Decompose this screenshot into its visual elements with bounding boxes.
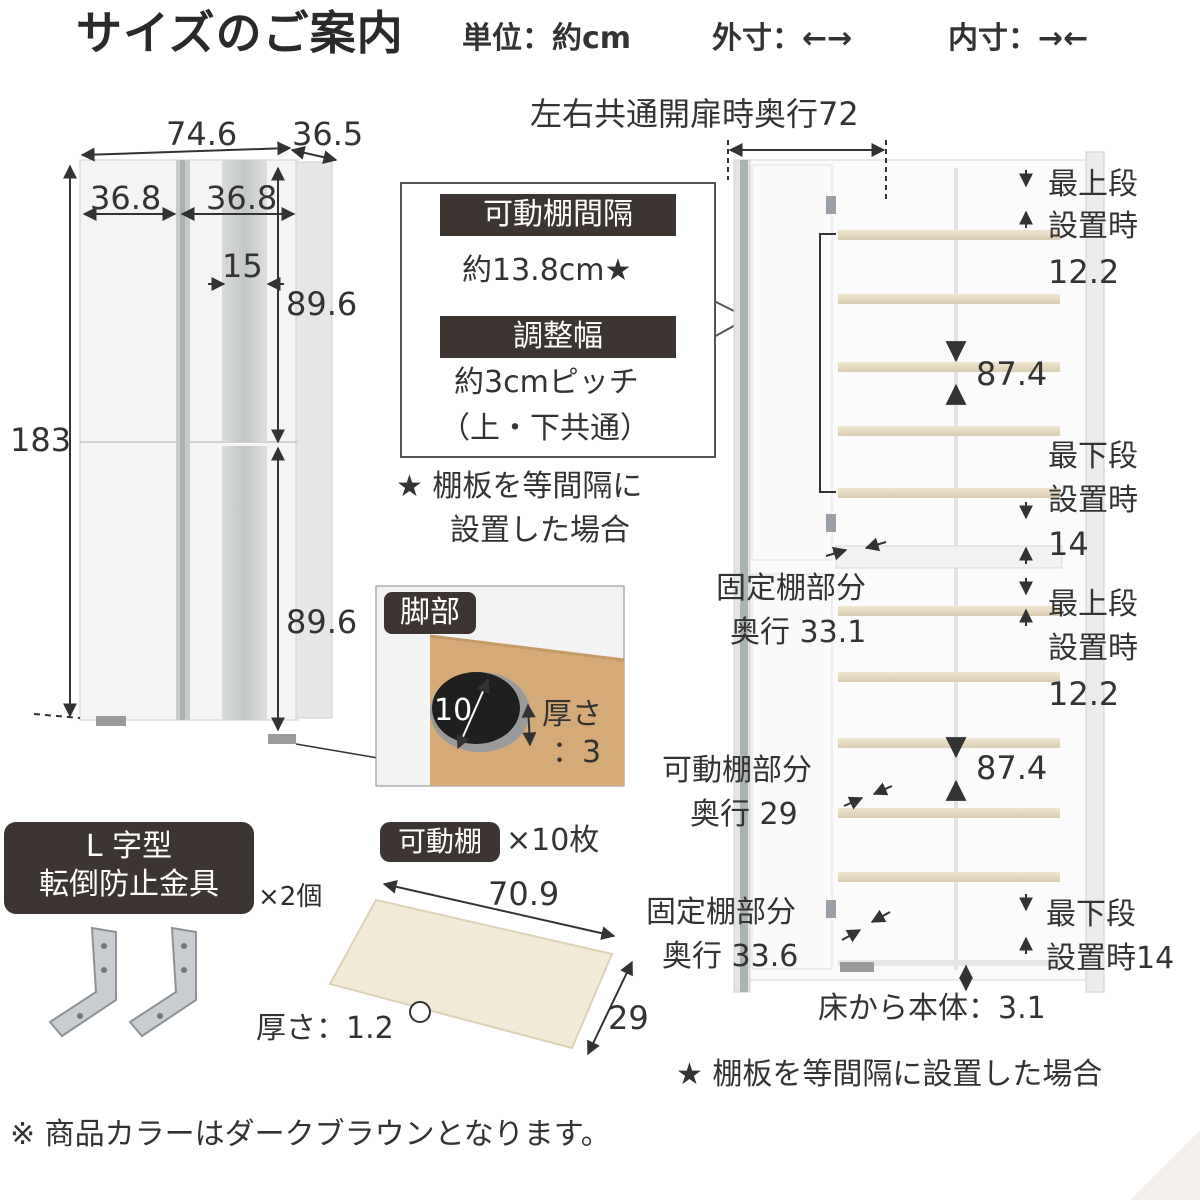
lower-inner-height: 87.4 bbox=[976, 749, 1048, 787]
shelf-board bbox=[328, 879, 633, 1056]
top-last-label-1: 最下段 bbox=[1048, 439, 1138, 474]
adjust-value: 約3cmピッチ bbox=[454, 365, 639, 400]
leg-thickness-value: ：3 bbox=[552, 735, 602, 770]
door-left-width-label: 36.8 bbox=[90, 179, 162, 217]
bottom-last-label-1: 最下段 bbox=[1046, 897, 1136, 932]
pitch-title: 可動棚間隔 bbox=[440, 194, 676, 236]
bottom-first-label-2: 設置時 bbox=[1048, 631, 1138, 666]
bottom-first-value: 12.2 bbox=[1048, 675, 1120, 713]
l-bracket-icon bbox=[48, 926, 197, 1038]
bracket-title: L 字型 転倒防止金具 bbox=[4, 822, 254, 914]
leg-diameter-label: 10 bbox=[434, 693, 473, 728]
fixed-lower-label-2: 奥行 33.6 bbox=[662, 939, 799, 974]
bottom-first-label-1: 最上段 bbox=[1048, 587, 1138, 622]
front-depth-label: 36.5 bbox=[292, 115, 364, 153]
door-right-width-label: 36.8 bbox=[206, 179, 278, 217]
movable-label-2: 奥行 29 bbox=[690, 797, 798, 832]
shelf-count: ×10枚 bbox=[506, 823, 600, 858]
top-first-label-1: 最上段 bbox=[1048, 167, 1138, 202]
top-first-value: 12.2 bbox=[1048, 253, 1120, 291]
leg-detail bbox=[375, 585, 625, 787]
bracket-title-line1: L 字型 bbox=[85, 829, 173, 864]
floor-clearance-label: 床から本体：3.1 bbox=[818, 991, 1046, 1026]
footer-star-note: ★ 棚板を等間隔に設置した場合 bbox=[676, 1057, 1103, 1092]
units-label: 単位：約cm bbox=[462, 21, 632, 56]
upper-inner-height: 87.4 bbox=[976, 355, 1048, 393]
bracket-count: ×2個 bbox=[258, 882, 323, 912]
fixed-upper-label-2: 奥行 33.1 bbox=[730, 615, 867, 650]
leg-thickness-label: 厚さ bbox=[542, 697, 602, 732]
pitch-value: 約13.8cm★ bbox=[462, 253, 632, 288]
adjust-note: （上・下共通） bbox=[440, 411, 650, 446]
bottom-last-label-2: 設置時14 bbox=[1046, 941, 1175, 976]
shelf-width-label: 70.9 bbox=[488, 875, 560, 913]
top-last-label-2: 設置時 bbox=[1048, 483, 1138, 518]
front-cabinet bbox=[79, 159, 333, 744]
shelf-thickness-label: 厚さ：1.2 bbox=[256, 1011, 394, 1046]
handle-width-label: 15 bbox=[222, 247, 263, 285]
movable-label-1: 可動棚部分 bbox=[662, 753, 812, 788]
leg-title: 脚部 bbox=[384, 592, 476, 634]
fixed-upper-label-1: 固定棚部分 bbox=[716, 571, 866, 606]
color-note: ※ 商品カラーはダークブラウンとなります。 bbox=[10, 1117, 611, 1152]
top-first-label-2: 設置時 bbox=[1048, 209, 1138, 244]
outer-dimension-legend: 外寸：←→ bbox=[712, 21, 853, 56]
open-depth-label: 左右共通開扉時奥行72 bbox=[530, 95, 859, 133]
star-note-line1: ★ 棚板を等間隔に bbox=[396, 469, 643, 504]
lower-height-label: 89.6 bbox=[286, 603, 358, 641]
shelf-depth-label: 29 bbox=[608, 999, 649, 1037]
fixed-lower-label-1: 固定棚部分 bbox=[646, 895, 796, 930]
adjust-title: 調整幅 bbox=[440, 316, 676, 358]
inner-dimension-legend: 内寸：→← bbox=[948, 21, 1089, 56]
page-title: サイズのご案内 bbox=[76, 6, 404, 60]
star-note-line2: 設置した場合 bbox=[450, 513, 630, 548]
total-height-label: 183 bbox=[10, 421, 72, 459]
front-width-label: 74.6 bbox=[166, 115, 238, 153]
upper-height-label: 89.6 bbox=[286, 285, 358, 323]
shelf-tag: 可動棚 bbox=[380, 822, 500, 862]
top-last-value: 14 bbox=[1048, 525, 1089, 563]
bracket-title-line2: 転倒防止金具 bbox=[39, 867, 219, 902]
